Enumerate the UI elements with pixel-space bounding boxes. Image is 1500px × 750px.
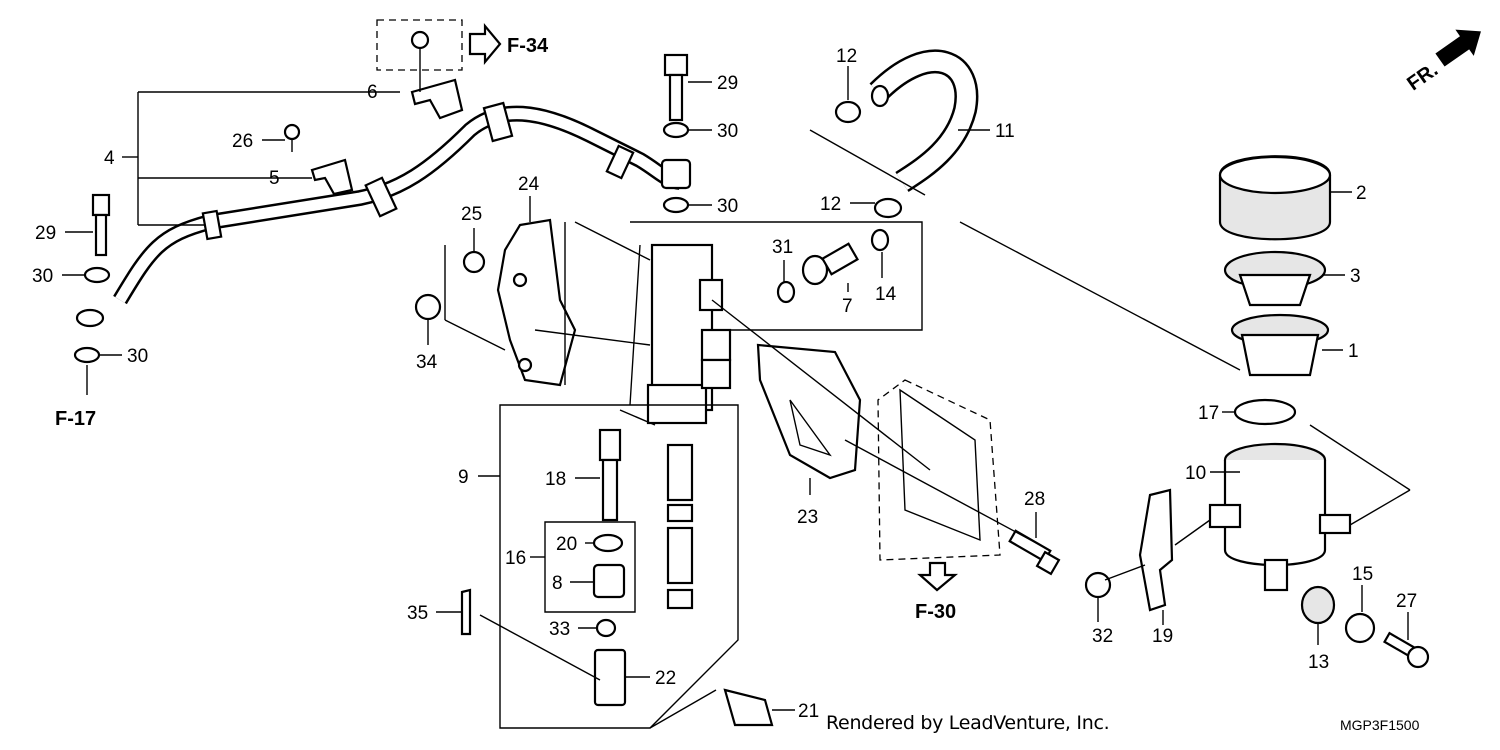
ref-f30-group: F-30 <box>915 561 959 623</box>
reservoir-hose-11 <box>869 49 979 192</box>
pin-21 <box>723 688 774 727</box>
circlip-20 <box>592 533 624 553</box>
joint-7 <box>801 242 859 286</box>
clevis-22 <box>593 648 627 707</box>
callout-12-bottom: 12 <box>820 194 841 215</box>
bolt-32 <box>1084 571 1112 599</box>
push-rod-18 <box>598 428 622 522</box>
mounting-frame <box>630 221 923 331</box>
ref-f34: F-34 <box>507 35 549 57</box>
callout-20: 20 <box>556 534 577 555</box>
banjo-bolt-29-left <box>91 193 111 257</box>
piston-spring-set <box>666 443 694 610</box>
sealing-washer-30-b <box>73 346 101 364</box>
callout-12-top: 12 <box>836 46 857 67</box>
callout-4: 4 <box>104 148 115 169</box>
ref-f17: F-17 <box>55 408 96 430</box>
o-ring-14 <box>870 228 890 252</box>
callout-23: 23 <box>797 507 818 528</box>
callout-22: 22 <box>655 668 676 689</box>
front-arrow-icon <box>1435 29 1481 67</box>
collar-15 <box>1344 612 1376 644</box>
callout-10: 10 <box>1185 463 1206 484</box>
callout-30-a: 30 <box>32 266 53 287</box>
cotter-pin-35 <box>460 588 472 636</box>
hose-clamp-5 <box>310 158 354 196</box>
callout-14: 14 <box>875 284 897 305</box>
callout-32: 32 <box>1092 626 1113 647</box>
callout-8: 8 <box>552 573 563 594</box>
callout-27: 27 <box>1396 591 1417 612</box>
brake-hose <box>75 101 682 328</box>
boot-8 <box>592 563 626 599</box>
kit-frame-9 <box>499 404 739 729</box>
nut-34 <box>414 293 442 321</box>
callout-29-left: 29 <box>35 223 56 244</box>
front-direction-marker: FR. <box>1403 29 1481 96</box>
callout-24: 24 <box>518 174 540 195</box>
callout-15: 15 <box>1352 564 1373 585</box>
banjo-bolt-29-top <box>663 53 689 122</box>
sealing-washer-30-a <box>83 266 111 284</box>
hose-clip-12-top <box>834 100 862 124</box>
grommet-13 <box>1300 585 1336 625</box>
callout-30-c: 30 <box>717 121 738 142</box>
callout-21: 21 <box>798 701 819 722</box>
callout-31: 31 <box>772 237 793 258</box>
callout-19: 19 <box>1152 626 1173 647</box>
callouts: 4 6 5 26 29 30 30 F-17 29 30 30 12 11 12… <box>32 46 1417 729</box>
callout-34: 34 <box>416 352 438 373</box>
callout-35: 35 <box>407 603 428 624</box>
ref-f30: F-30 <box>915 601 956 623</box>
reservoir-tank-10 <box>1208 442 1352 592</box>
callout-1: 1 <box>1348 341 1359 362</box>
bolt-28 <box>1008 529 1061 576</box>
callout-2: 2 <box>1356 183 1367 204</box>
nut-25 <box>462 250 486 274</box>
callout-11: 11 <box>995 121 1015 142</box>
footpeg-plate-outline <box>877 379 1001 561</box>
screw-26 <box>283 123 301 152</box>
callout-13: 13 <box>1308 652 1329 673</box>
bracket-24 <box>496 218 577 387</box>
callout-18: 18 <box>545 469 566 490</box>
reservoir-cap-2 <box>1218 155 1332 241</box>
hose-fitting <box>660 158 692 190</box>
plate-17 <box>1233 398 1297 426</box>
diaphragm-1 <box>1230 313 1330 377</box>
sealing-washer-30-d <box>662 196 690 214</box>
front-marker-label: FR. <box>1403 59 1442 96</box>
screw-27 <box>1383 631 1430 669</box>
callout-3: 3 <box>1350 266 1361 287</box>
callout-25: 25 <box>461 204 482 225</box>
hose-clip-12-bottom <box>873 197 903 219</box>
render-credit: Rendered by LeadVenture, Inc. <box>826 712 1110 734</box>
callout-28: 28 <box>1024 489 1045 510</box>
callout-9: 9 <box>458 467 469 488</box>
diagram-code: MGP3F1500 <box>1340 717 1420 733</box>
hose-clamp-6 <box>410 30 464 120</box>
diaphragm-plate-3 <box>1223 250 1327 307</box>
callout-26: 26 <box>232 131 253 152</box>
ref-f34-group: F-34 <box>376 19 549 71</box>
callout-29-top: 29 <box>717 73 738 94</box>
kit-frame-16 <box>544 521 636 613</box>
callout-7: 7 <box>842 296 853 317</box>
callout-33: 33 <box>549 619 570 640</box>
callout-16: 16 <box>505 548 526 569</box>
master-cylinder-body <box>646 243 732 425</box>
sealing-washer-30-c <box>662 121 690 139</box>
heel-guard-23 <box>756 343 862 480</box>
reservoir-stay-19 <box>1138 488 1174 612</box>
callout-5: 5 <box>269 168 280 189</box>
callout-17: 17 <box>1198 403 1219 424</box>
o-ring-31 <box>776 280 796 304</box>
callout-6: 6 <box>367 82 378 103</box>
nut-33 <box>595 618 617 638</box>
callout-30-b: 30 <box>127 346 148 367</box>
callout-30-d: 30 <box>717 196 738 217</box>
